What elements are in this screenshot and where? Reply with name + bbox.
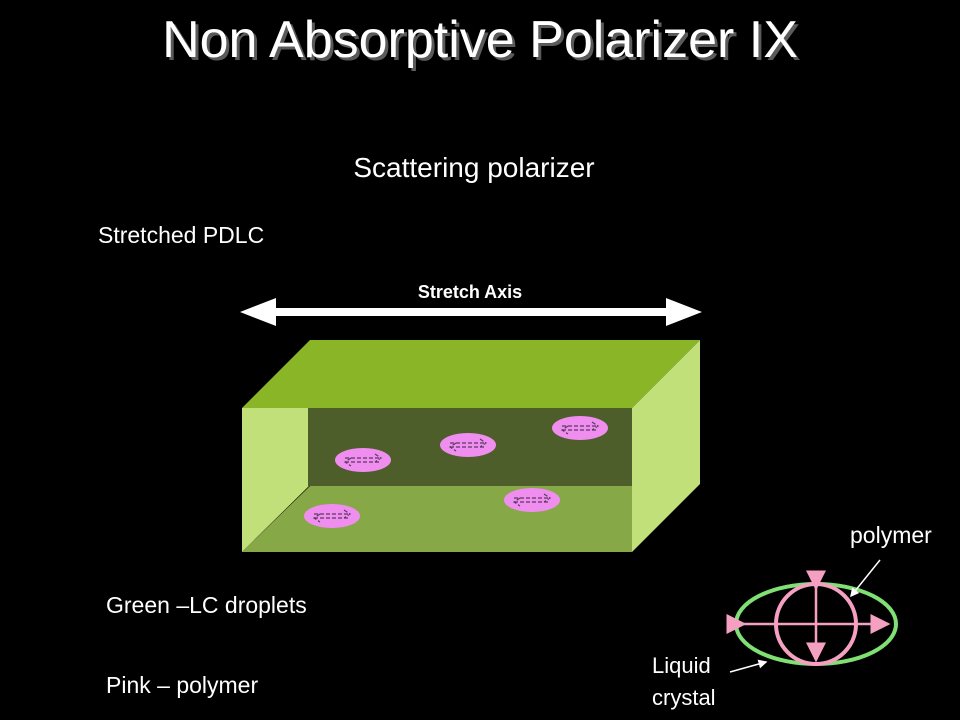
- polymer-lc-schematic: [726, 559, 898, 673]
- liquid-crystal-label: Liquid crystal: [652, 650, 716, 714]
- droplet: [335, 448, 391, 472]
- lc-pointer: [729, 659, 768, 673]
- droplet: [552, 416, 608, 440]
- liquid-crystal-line-2: crystal: [652, 685, 716, 710]
- box-left-wall: [242, 408, 310, 552]
- box-right-face: [632, 340, 700, 552]
- slide-title: Non Absorptive Polarizer IX: [162, 11, 798, 69]
- droplet: [304, 504, 360, 528]
- box-inner-floor: [242, 486, 632, 552]
- droplet: [440, 433, 496, 457]
- droplet: [504, 488, 560, 512]
- droplets: [304, 416, 608, 528]
- liquid-crystal-line-1: Liquid: [652, 653, 711, 678]
- green-legend-label: Green –LC droplets: [106, 592, 307, 618]
- stretch-axis-label: Stretch Axis: [417, 282, 523, 302]
- slide-subtitle: Scattering polarizer: [353, 152, 595, 183]
- stretched-pdlc-label: Stretched PDLC: [98, 222, 265, 248]
- stretch-axis-arrow: [240, 298, 702, 326]
- pink-legend-label: Pink – polymer: [106, 672, 259, 698]
- polymer-pointer: [850, 559, 881, 598]
- box-top-face: [242, 340, 700, 408]
- polymer-label: polymer: [850, 522, 932, 548]
